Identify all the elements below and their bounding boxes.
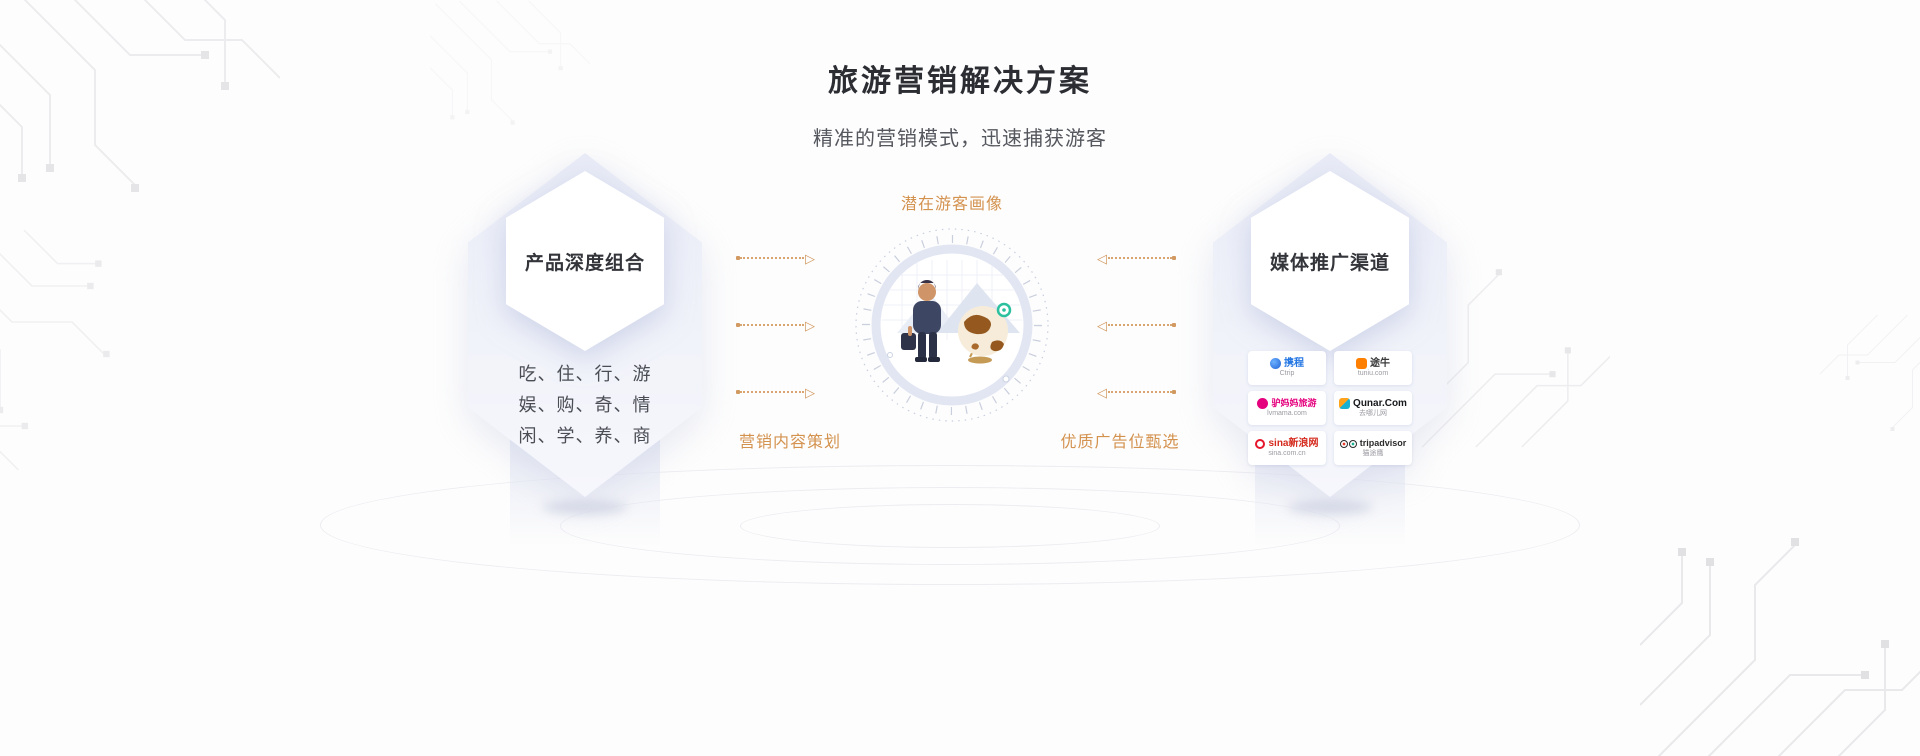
qunar-logo-text: Qunar.Com	[1353, 398, 1407, 409]
logo-card-sina: sina新浪网 sina.com.cn	[1248, 431, 1326, 465]
circuit-pattern-icon	[1640, 530, 1920, 756]
sina-logo-text: sina新浪网	[1268, 438, 1319, 449]
traveler-icon	[901, 280, 941, 362]
media-card-title: 媒体推广渠道	[1269, 252, 1390, 274]
product-list-line: 闲、学、养、商	[518, 426, 652, 446]
ad-placement-selection-label: 优质广告位甄选	[1060, 434, 1180, 451]
tuniu-logo-icon	[1356, 358, 1367, 369]
arrow-dotted-line	[740, 257, 804, 259]
product-card: 产品深度组合 吃、住、行、游 娱、购、奇、情 闲、学、养、商	[468, 153, 702, 497]
flow-arrow-left-2: ▷	[736, 318, 816, 332]
arrow-dot-icon	[1172, 323, 1176, 327]
arrow-dot-icon	[1172, 256, 1176, 260]
lvmama-logo-subtext: lvmama.com	[1267, 410, 1307, 417]
arrow-dot-icon	[736, 323, 740, 327]
circuit-pattern-icon	[0, 230, 120, 470]
ripple-ellipse	[740, 504, 1160, 548]
arrow-right-icon: ▷	[805, 250, 815, 266]
center-dial	[842, 215, 1062, 435]
arrow-dot-icon	[1172, 390, 1176, 394]
flow-arrow-right-2: ◁	[1096, 318, 1176, 332]
arrow-dot-icon	[736, 390, 740, 394]
arrow-dotted-line	[740, 324, 804, 326]
hexagon-shadow	[1288, 500, 1372, 514]
tripadvisor-logo-subtext: 猫途鹰	[1362, 450, 1384, 457]
ctrip-logo-subtext: Ctrip	[1279, 370, 1295, 377]
product-card-title: 产品深度组合	[524, 252, 645, 274]
tripadvisor-logo-text: tripadvisor	[1359, 438, 1407, 448]
product-list-line: 娱、购、奇、情	[518, 395, 652, 415]
page-subtitle: 精准的营销模式，迅速捕获游客	[813, 128, 1107, 150]
qunar-logo-subtext: 去哪儿网	[1359, 410, 1387, 417]
circuit-pattern-icon	[1820, 310, 1920, 440]
arrow-right-icon: ▷	[805, 384, 815, 400]
flow-arrow-left-3: ▷	[736, 385, 816, 399]
location-pin-icon	[996, 302, 1012, 318]
arrow-dotted-line	[1108, 257, 1172, 259]
flow-arrow-right-1: ◁	[1096, 251, 1176, 265]
potential-tourist-portrait-label: 潜在游客画像	[900, 196, 1003, 213]
flow-arrow-left-1: ▷	[736, 251, 816, 265]
arrow-dotted-line	[1108, 324, 1172, 326]
sina-logo-subtext: sina.com.cn	[1268, 450, 1306, 457]
product-list-line: 吃、住、行、游	[518, 364, 652, 384]
logo-card-qunar: Qunar.Com 去哪儿网	[1334, 391, 1412, 425]
media-card: 媒体推广渠道 携程 Ctrip 途牛 tuniu.com	[1213, 153, 1447, 497]
marketing-content-planning-label: 营销内容策划	[738, 434, 841, 451]
globe-icon	[958, 306, 1008, 364]
arrow-dot-icon	[736, 256, 740, 260]
sina-logo-icon	[1255, 438, 1266, 449]
logo-card-tripadvisor: tripadvisor 猫途鹰	[1334, 431, 1412, 465]
tuniu-logo-subtext: tuniu.com	[1357, 370, 1389, 377]
logo-card-ctrip: 携程 Ctrip	[1248, 351, 1326, 385]
lvmama-logo-icon	[1257, 398, 1269, 409]
tripadvisor-owl-icon	[1339, 439, 1357, 448]
ctrip-logo-text: 携程	[1284, 358, 1304, 369]
arrow-dotted-line	[1108, 391, 1172, 393]
flow-arrow-right-3: ◁	[1096, 385, 1176, 399]
arrow-left-icon: ◁	[1097, 250, 1107, 266]
arrow-left-icon: ◁	[1097, 317, 1107, 333]
logo-card-tuniu: 途牛 tuniu.com	[1334, 351, 1412, 385]
arrow-left-icon: ◁	[1097, 384, 1107, 400]
page-title: 旅游营销解决方案	[828, 65, 1092, 98]
arrow-dotted-line	[740, 391, 804, 393]
traveler-globe-illustration	[855, 228, 1049, 422]
product-card-title-hexagon: 产品深度组合	[506, 171, 664, 351]
ripple-ellipse	[320, 465, 1580, 585]
product-list: 吃、住、行、游 娱、购、奇、情 闲、学、养、商	[468, 359, 702, 452]
tuniu-logo-text: 途牛	[1370, 358, 1390, 369]
logo-card-lvmama: 驴妈妈旅游 lvmama.com	[1248, 391, 1326, 425]
lvmama-logo-text: 驴妈妈旅游	[1271, 398, 1317, 408]
section-header: 旅游营销解决方案 精准的营销模式，迅速捕获游客	[0, 56, 1920, 151]
media-logo-grid: 携程 Ctrip 途牛 tuniu.com 驴妈妈旅游 lvmama.com	[1248, 351, 1412, 465]
hexagon-shadow	[543, 500, 627, 514]
ctrip-logo-icon	[1270, 358, 1281, 369]
qunar-logo-icon	[1339, 398, 1351, 409]
media-card-title-hexagon: 媒体推广渠道	[1251, 171, 1409, 351]
arrow-right-icon: ▷	[805, 317, 815, 333]
